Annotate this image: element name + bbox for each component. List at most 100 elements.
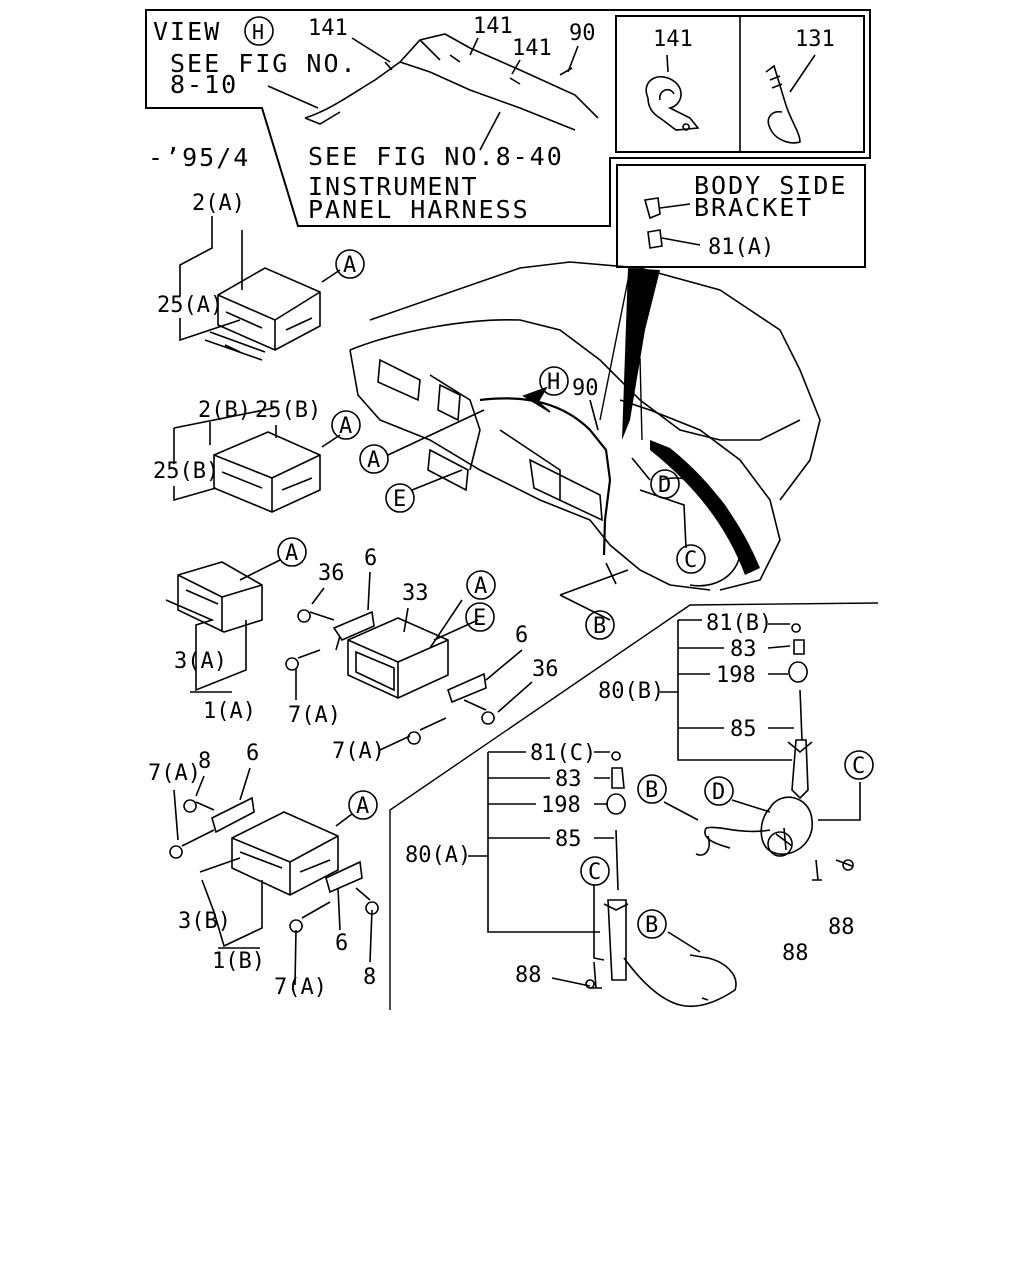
circle-e-1-letter: E [473, 606, 486, 631]
label-1a: 1(A) [203, 699, 256, 724]
antenna-mast-scene [599, 269, 643, 441]
antenna-a-group-label: 80(A) [405, 843, 471, 868]
circle-a-2-letter: A [339, 414, 352, 439]
tie-131-label: 131 [795, 27, 835, 52]
callout-141-c: 141 [512, 36, 552, 61]
circle-a-4-letter: A [285, 541, 298, 566]
antenna-b-bolts [812, 859, 854, 881]
label-6-bot2: 6 [335, 931, 348, 956]
callout-141-b: 141 [473, 14, 513, 39]
antenna-a-parts [606, 751, 626, 815]
radio-3b-bracket-left [211, 796, 255, 834]
label-25b-left: 25(B) [153, 459, 219, 484]
black-cable-1 [622, 268, 660, 440]
label-25b-top: 25(B) [255, 398, 321, 423]
pocket-bracket-left [332, 610, 375, 651]
label-2b: 2(B) [198, 398, 251, 423]
clip-141-leader [666, 54, 669, 73]
label-7a-bot: 7(A) [274, 975, 327, 1000]
antenna-b-mast [787, 689, 813, 800]
circle-b-antenna-b-letter: B [645, 778, 658, 803]
circle-b-antenna-a-letter: B [645, 913, 658, 938]
leader-8-10 [267, 85, 319, 109]
antenna-b-group-label: 80(B) [598, 679, 664, 704]
harness-90 [479, 397, 612, 556]
date-label: -’95/4 [148, 143, 250, 172]
scene-label-90: 90 [572, 376, 599, 401]
label-6-bot: 6 [246, 741, 259, 766]
pocket-bracket-right [447, 672, 487, 704]
antenna-a-mast [603, 829, 629, 981]
pocket-group: 36 6 33 6 36 7(A) 7(A) [285, 546, 559, 764]
pocket-screws [285, 609, 495, 745]
dash-front [349, 349, 711, 591]
circle-a-3-letter: A [367, 448, 380, 473]
antenna-a-group: 80(A) 81(C) 83 198 85 88 [405, 741, 737, 1008]
circle-b-antenna-b: B [637, 774, 667, 804]
label-7a-low: 7(A) [332, 739, 385, 764]
radio-3b-lines [173, 767, 373, 986]
antenna-b-81b: 81(B) [706, 611, 772, 636]
antenna-b-cable [663, 801, 771, 856]
antenna-b-group: 80(B) 81(B) 83 198 85 88 88 [598, 611, 861, 966]
bracket-line2: BRACKET [694, 193, 813, 222]
label-36-right: 36 [532, 657, 559, 682]
circle-a-4: A [277, 537, 307, 567]
bracket-lines-2b [173, 407, 277, 502]
antenna-b-83: 83 [730, 637, 757, 662]
windshield [369, 261, 821, 501]
radio-2b-body [213, 431, 321, 513]
view-title-circle-letter: H [252, 20, 264, 44]
bracket-part-81a: 81(A) [708, 235, 774, 260]
bracket-leaders [659, 203, 701, 246]
circle-e-1: E [465, 602, 495, 632]
clip-box: 141 131 [615, 15, 865, 153]
view-title: VIEW [153, 17, 221, 46]
circle-a-2: A [331, 410, 361, 440]
antenna-a-tree [468, 751, 600, 933]
radio-3a-body [177, 561, 263, 633]
leader-a-radio4 [335, 813, 353, 827]
antenna-a-83: 83 [555, 767, 582, 792]
black-cable-2 [650, 440, 760, 575]
view-title-circle: H [244, 16, 274, 46]
bracket-box: BODY SIDE BRACKET 81(A) [616, 164, 866, 268]
leader-141-a [351, 37, 391, 63]
circle-a-3: A [359, 444, 389, 474]
label-2a: 2(A) [192, 191, 245, 216]
antenna-b-bolt-2: 88 [828, 915, 855, 940]
label-6-top: 6 [364, 546, 377, 571]
antenna-a-85: 85 [555, 827, 582, 852]
tie-131-leader [789, 54, 816, 93]
radio-3b-body [231, 811, 339, 896]
callout-141-a: 141 [308, 16, 348, 41]
circle-c-antenna-a: C [580, 856, 610, 886]
antenna-b-leaders [767, 623, 794, 729]
circle-b-scene: B [585, 610, 615, 640]
callout-90-view: 90 [569, 21, 596, 46]
circle-b-antenna-a: B [637, 909, 667, 939]
harness-line1: INSTRUMENT [308, 172, 479, 201]
label-36-top: 36 [318, 561, 345, 586]
antenna-b-85: 85 [730, 717, 757, 742]
circle-a-6: A [348, 790, 378, 820]
antenna-b-base [760, 796, 813, 857]
leader-a-radio3 [239, 559, 281, 581]
harness-sketch [304, 33, 599, 131]
harness-line2: PANEL HARNESS [308, 195, 530, 224]
radio-3a-group: 3(A) 1(A) [165, 559, 281, 724]
scene-leaders [387, 409, 687, 621]
circle-a-1-letter: A [343, 253, 356, 278]
glovebox [528, 458, 603, 522]
view-h-box: VIEW H SEE FIG NO. 8-10 SEE FIG NO.8-40 … [145, 9, 871, 227]
circle-e-2: E [385, 483, 415, 513]
bracket-shape [643, 197, 663, 249]
pocket-33-body [347, 617, 449, 699]
circle-d-antenna-b: D [704, 776, 734, 806]
label-33: 33 [402, 581, 429, 606]
circle-c-scene: C [676, 544, 706, 574]
bracket-line1: BODY SIDE [694, 171, 847, 200]
antenna-a-81c: 81(C) [530, 741, 596, 766]
bracket-box-outline [616, 164, 866, 268]
